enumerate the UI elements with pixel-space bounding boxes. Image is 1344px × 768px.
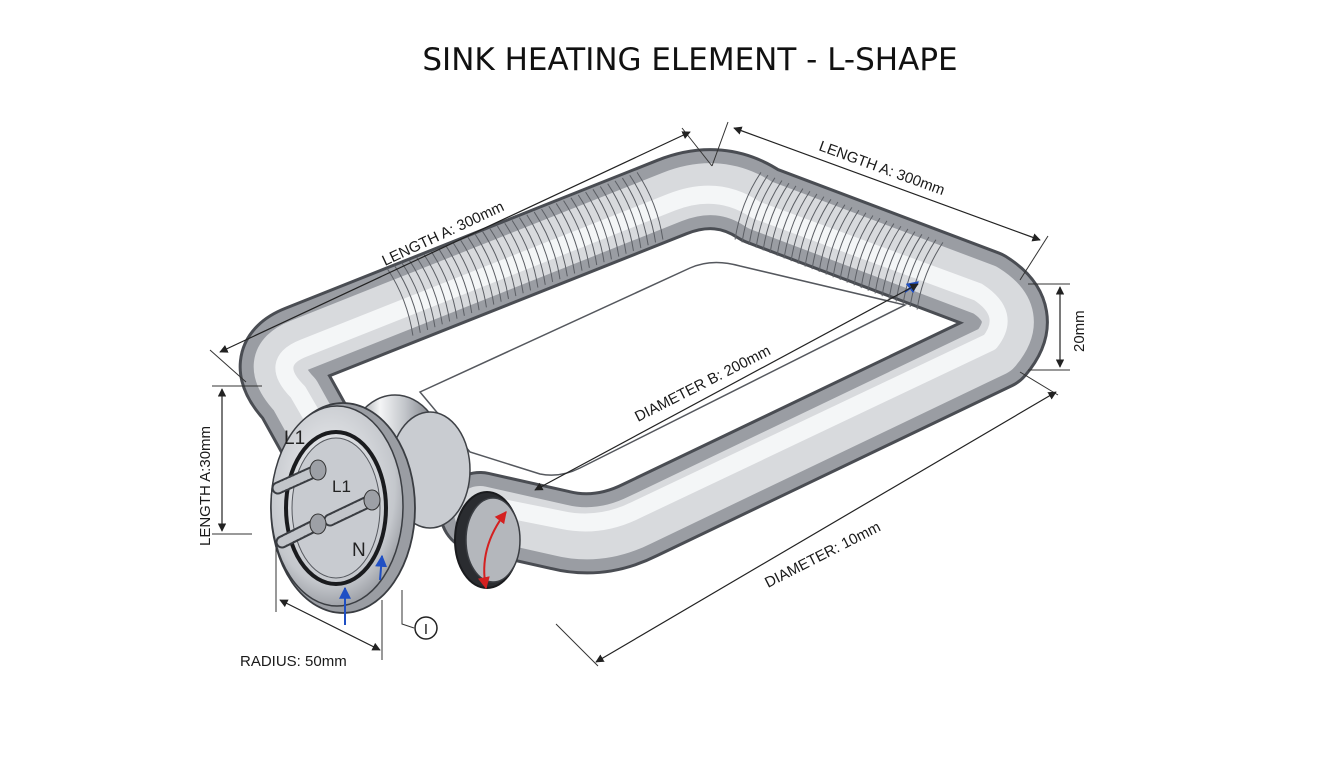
direction-arrow-blue-2 [375,554,388,581]
dimension-length-top-left [209,127,713,383]
rotation-arrow-red [478,511,507,590]
terminal-stud-bottom [275,513,327,549]
terminal-studs [271,459,381,549]
terminal-stud-top [271,459,327,495]
terminal-label-l1-outer: L1 [284,428,305,449]
terminal-label-neutral: N [352,540,366,561]
dimension-diameter-bottom [555,371,1059,667]
marker-label: I [424,621,428,638]
mounting-flange [270,402,416,614]
dimension-radius [275,548,383,660]
dimension-label-radius: RADIUS: 50mm [240,653,347,670]
marker-callout: I [401,590,438,640]
dimension-length-top-right [711,121,1049,281]
dimension-height-right [1028,283,1070,371]
diagram-title: SINK HEATING ELEMENT - L-SHAPE [422,42,957,78]
terminal-label-l1-inner: L1 [332,477,351,496]
dimension-label-height-right: 20mm [1071,310,1088,352]
terminal-stud-middle [323,489,381,527]
dimension-label-length-left: LENGTH A:30mm [197,426,214,546]
dimension-length-left [212,385,262,535]
dimension-label-length-top-right: LENGTH A: 300mm [817,138,947,199]
